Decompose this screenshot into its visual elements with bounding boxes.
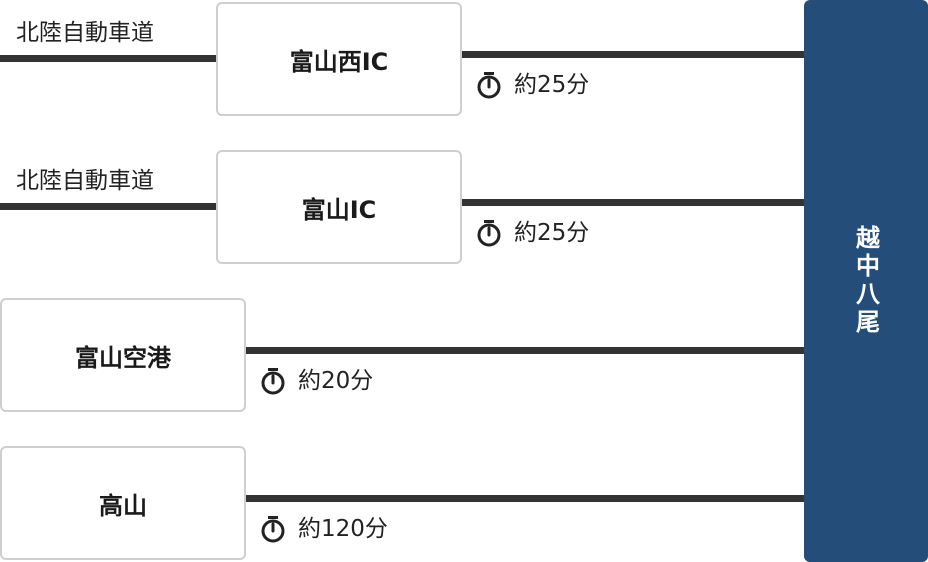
travel-time: 約25分 xyxy=(476,218,589,248)
origin-box-toyama-ic: 富山IC xyxy=(216,150,462,264)
origin-box-toyama-airport: 富山空港 xyxy=(0,298,246,412)
travel-time-label: 約20分 xyxy=(298,368,374,394)
travel-time-label: 約25分 xyxy=(514,72,590,98)
road-label: 北陸自動車道 xyxy=(16,20,154,46)
connector-line xyxy=(462,51,804,58)
road-line xyxy=(0,55,218,62)
origin-label: 富山西IC xyxy=(289,47,389,76)
origin-label: 高山 xyxy=(99,491,147,520)
travel-time: 約120分 xyxy=(260,514,388,544)
road-line xyxy=(0,203,218,210)
connector-line xyxy=(246,495,804,502)
destination-label: 越中八尾 xyxy=(851,225,880,337)
travel-time-label: 約120分 xyxy=(298,516,388,542)
destination-box: 越中八尾 xyxy=(804,0,928,562)
origin-label: 富山空港 xyxy=(75,343,171,372)
stopwatch-icon xyxy=(477,72,501,99)
connector-line xyxy=(462,199,804,206)
travel-time: 約20分 xyxy=(260,366,373,396)
stopwatch-icon xyxy=(261,368,285,395)
origin-box-takayama: 高山 xyxy=(0,446,246,560)
road-label: 北陸自動車道 xyxy=(16,168,154,194)
origin-box-toyama-nishi-ic: 富山西IC xyxy=(216,2,462,116)
travel-time: 約25分 xyxy=(476,70,589,100)
stopwatch-icon xyxy=(261,516,285,543)
stopwatch-icon xyxy=(477,220,501,247)
origin-label: 富山IC xyxy=(301,195,377,224)
travel-time-label: 約25分 xyxy=(514,220,590,246)
connector-line xyxy=(246,347,804,354)
